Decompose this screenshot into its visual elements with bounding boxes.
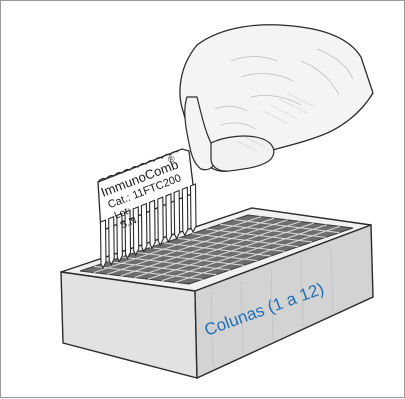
comb-tooth [191,184,197,232]
comb-tooth [109,217,115,265]
comb-tooth [166,194,172,242]
comb-tooth [174,191,180,239]
comb-tooth [182,187,188,235]
hand-illustration [180,25,373,172]
tray [61,208,373,378]
tray-front-face [61,272,197,378]
comb-tooth [158,197,164,245]
comb-tooth [150,200,156,248]
hand-thumb [211,136,274,171]
comb-tooth [141,204,147,252]
comb-tooth [101,220,107,268]
